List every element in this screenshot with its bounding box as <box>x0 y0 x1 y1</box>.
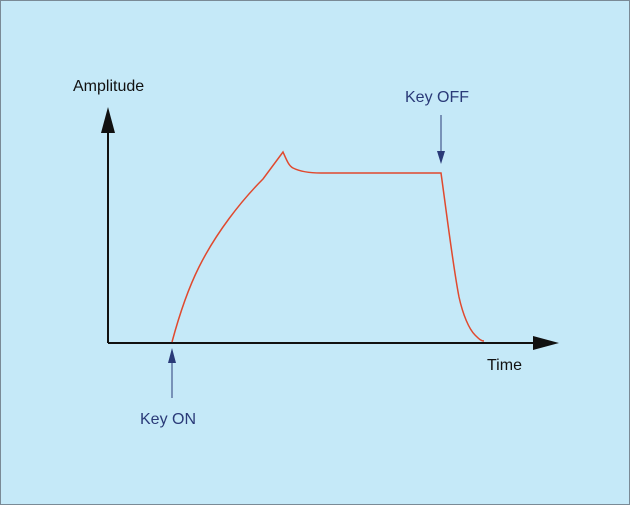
x-axis-arrow-icon <box>533 336 559 350</box>
x-axis-label: Time <box>487 357 522 374</box>
y-axis-arrow-icon <box>101 107 115 133</box>
envelope-curve <box>171 150 485 343</box>
key-on-label: Key ON <box>140 411 196 428</box>
key-off-label: Key OFF <box>405 89 469 106</box>
key-off-arrow-icon <box>437 151 445 164</box>
y-axis-label: Amplitude <box>73 78 144 95</box>
key-on-arrow-icon <box>168 348 176 363</box>
